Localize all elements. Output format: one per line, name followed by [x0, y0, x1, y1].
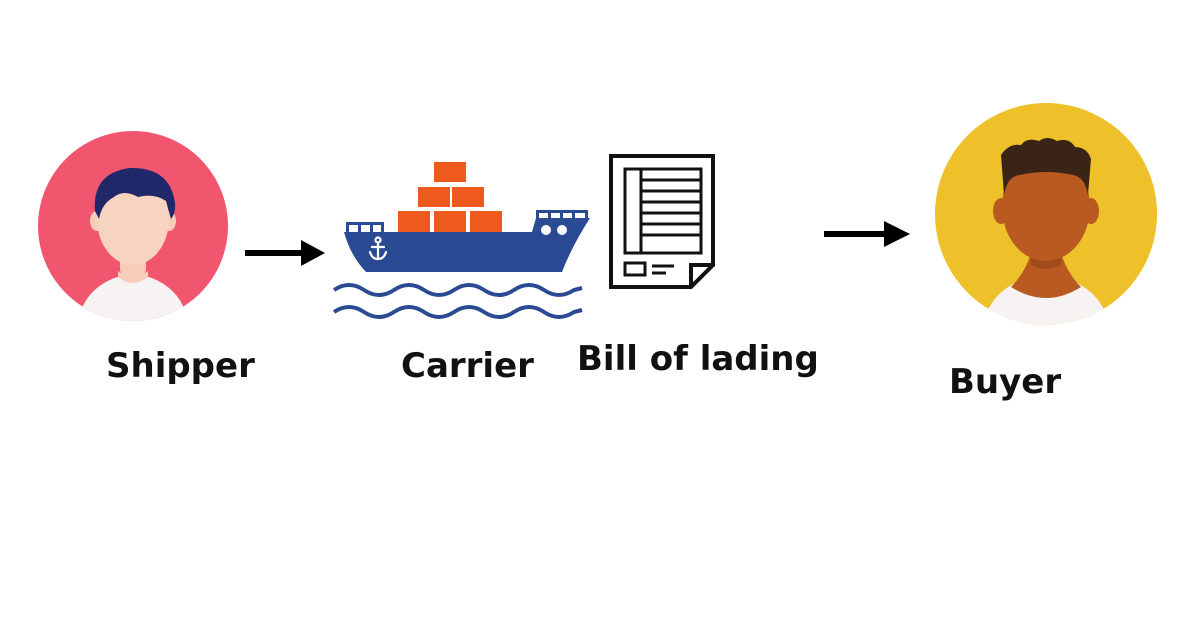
- document-icon: [608, 153, 716, 291]
- carrier-label: Carrier: [401, 346, 534, 386]
- cargo-ship-icon: [332, 160, 592, 324]
- buyer-avatar-icon: [935, 103, 1157, 325]
- bill-of-lading-label: Bill of lading: [577, 339, 819, 379]
- shipper-label: Shipper: [106, 346, 255, 386]
- arrow-right-icon: [824, 219, 912, 251]
- arrow-right-icon: [245, 238, 327, 270]
- buyer-label: Buyer: [949, 362, 1062, 402]
- shipper-avatar-icon: [38, 131, 228, 321]
